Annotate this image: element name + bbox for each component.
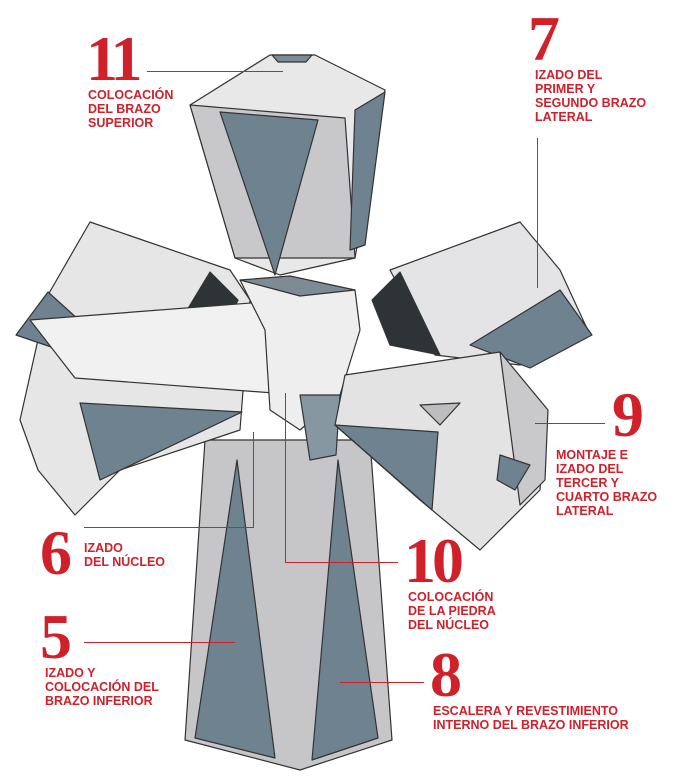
label-line: SUPERIOR — [88, 116, 154, 130]
step-11-number: 11 — [86, 23, 143, 94]
label-line: MONTAJE E — [556, 448, 628, 462]
label-line: DEL BRAZO — [88, 102, 161, 116]
step-6-leader-line — [84, 527, 254, 528]
label-line: IZADO DEL — [556, 462, 624, 476]
label-line: BRAZO INFERIOR — [45, 694, 153, 708]
label-line: ESCALERA Y REVESTIMIENTO — [433, 704, 618, 718]
step-9-number: 9 — [612, 379, 644, 450]
step-9-leader-line — [535, 423, 605, 424]
step-6-number: 6 — [40, 517, 72, 588]
label-line: DE LA PIEDRA — [408, 604, 496, 618]
step-7-label: IZADO DEL PRIMER Y SEGUNDO BRAZO LATERAL — [535, 68, 646, 124]
label-line: DEL NÚCLEO — [408, 618, 490, 632]
label-line: IZADO DEL — [535, 68, 603, 82]
label-line: IZADO Y — [45, 666, 96, 680]
label-line: PRIMER Y — [535, 82, 596, 96]
label-line: TERCER Y — [556, 476, 619, 490]
step-6-label: IZADO DEL NÚCLEO — [84, 541, 165, 569]
label-line: IZADO — [84, 541, 123, 555]
label-line: DEL NÚCLEO — [84, 555, 166, 569]
step-10-leader-line — [285, 562, 398, 563]
step-8-label: ESCALERA Y REVESTIMIENTO INTERNO DEL BRA… — [433, 704, 629, 732]
label-line: COLOCACIÓN — [88, 88, 174, 102]
step-5-number: 5 — [40, 601, 72, 672]
step-11-label: COLOCACIÓN DEL BRAZO SUPERIOR — [88, 88, 173, 130]
step-7-number: 7 — [528, 3, 560, 74]
step-10-leader-line-vertical — [285, 393, 286, 563]
step-9-label: MONTAJE E IZADO DEL TERCER Y CUARTO BRAZ… — [556, 448, 657, 518]
step-10-number: 10 — [404, 525, 464, 596]
step-8-leader-line — [340, 682, 424, 683]
label-line: COLOCACIÓN — [408, 590, 494, 604]
label-line: LATERAL — [535, 110, 593, 124]
label-line: CUARTO BRAZO — [556, 490, 658, 504]
step-5-leader-line — [84, 642, 235, 643]
step-5-label: IZADO Y COLOCACIÓN DEL BRAZO INFERIOR — [45, 666, 159, 708]
label-line: COLOCACIÓN DEL — [45, 680, 159, 694]
step-6-leader-line-vertical — [253, 432, 254, 528]
label-line: INTERNO DEL BRAZO INFERIOR — [433, 718, 629, 732]
step-8-number: 8 — [430, 639, 462, 710]
label-line: SEGUNDO BRAZO — [535, 96, 647, 110]
label-line: LATERAL — [556, 504, 614, 518]
step-11-leader-line — [147, 71, 283, 72]
step-7-leader-line — [537, 138, 538, 288]
step-10-label: COLOCACIÓN DE LA PIEDRA DEL NÚCLEO — [408, 590, 496, 632]
